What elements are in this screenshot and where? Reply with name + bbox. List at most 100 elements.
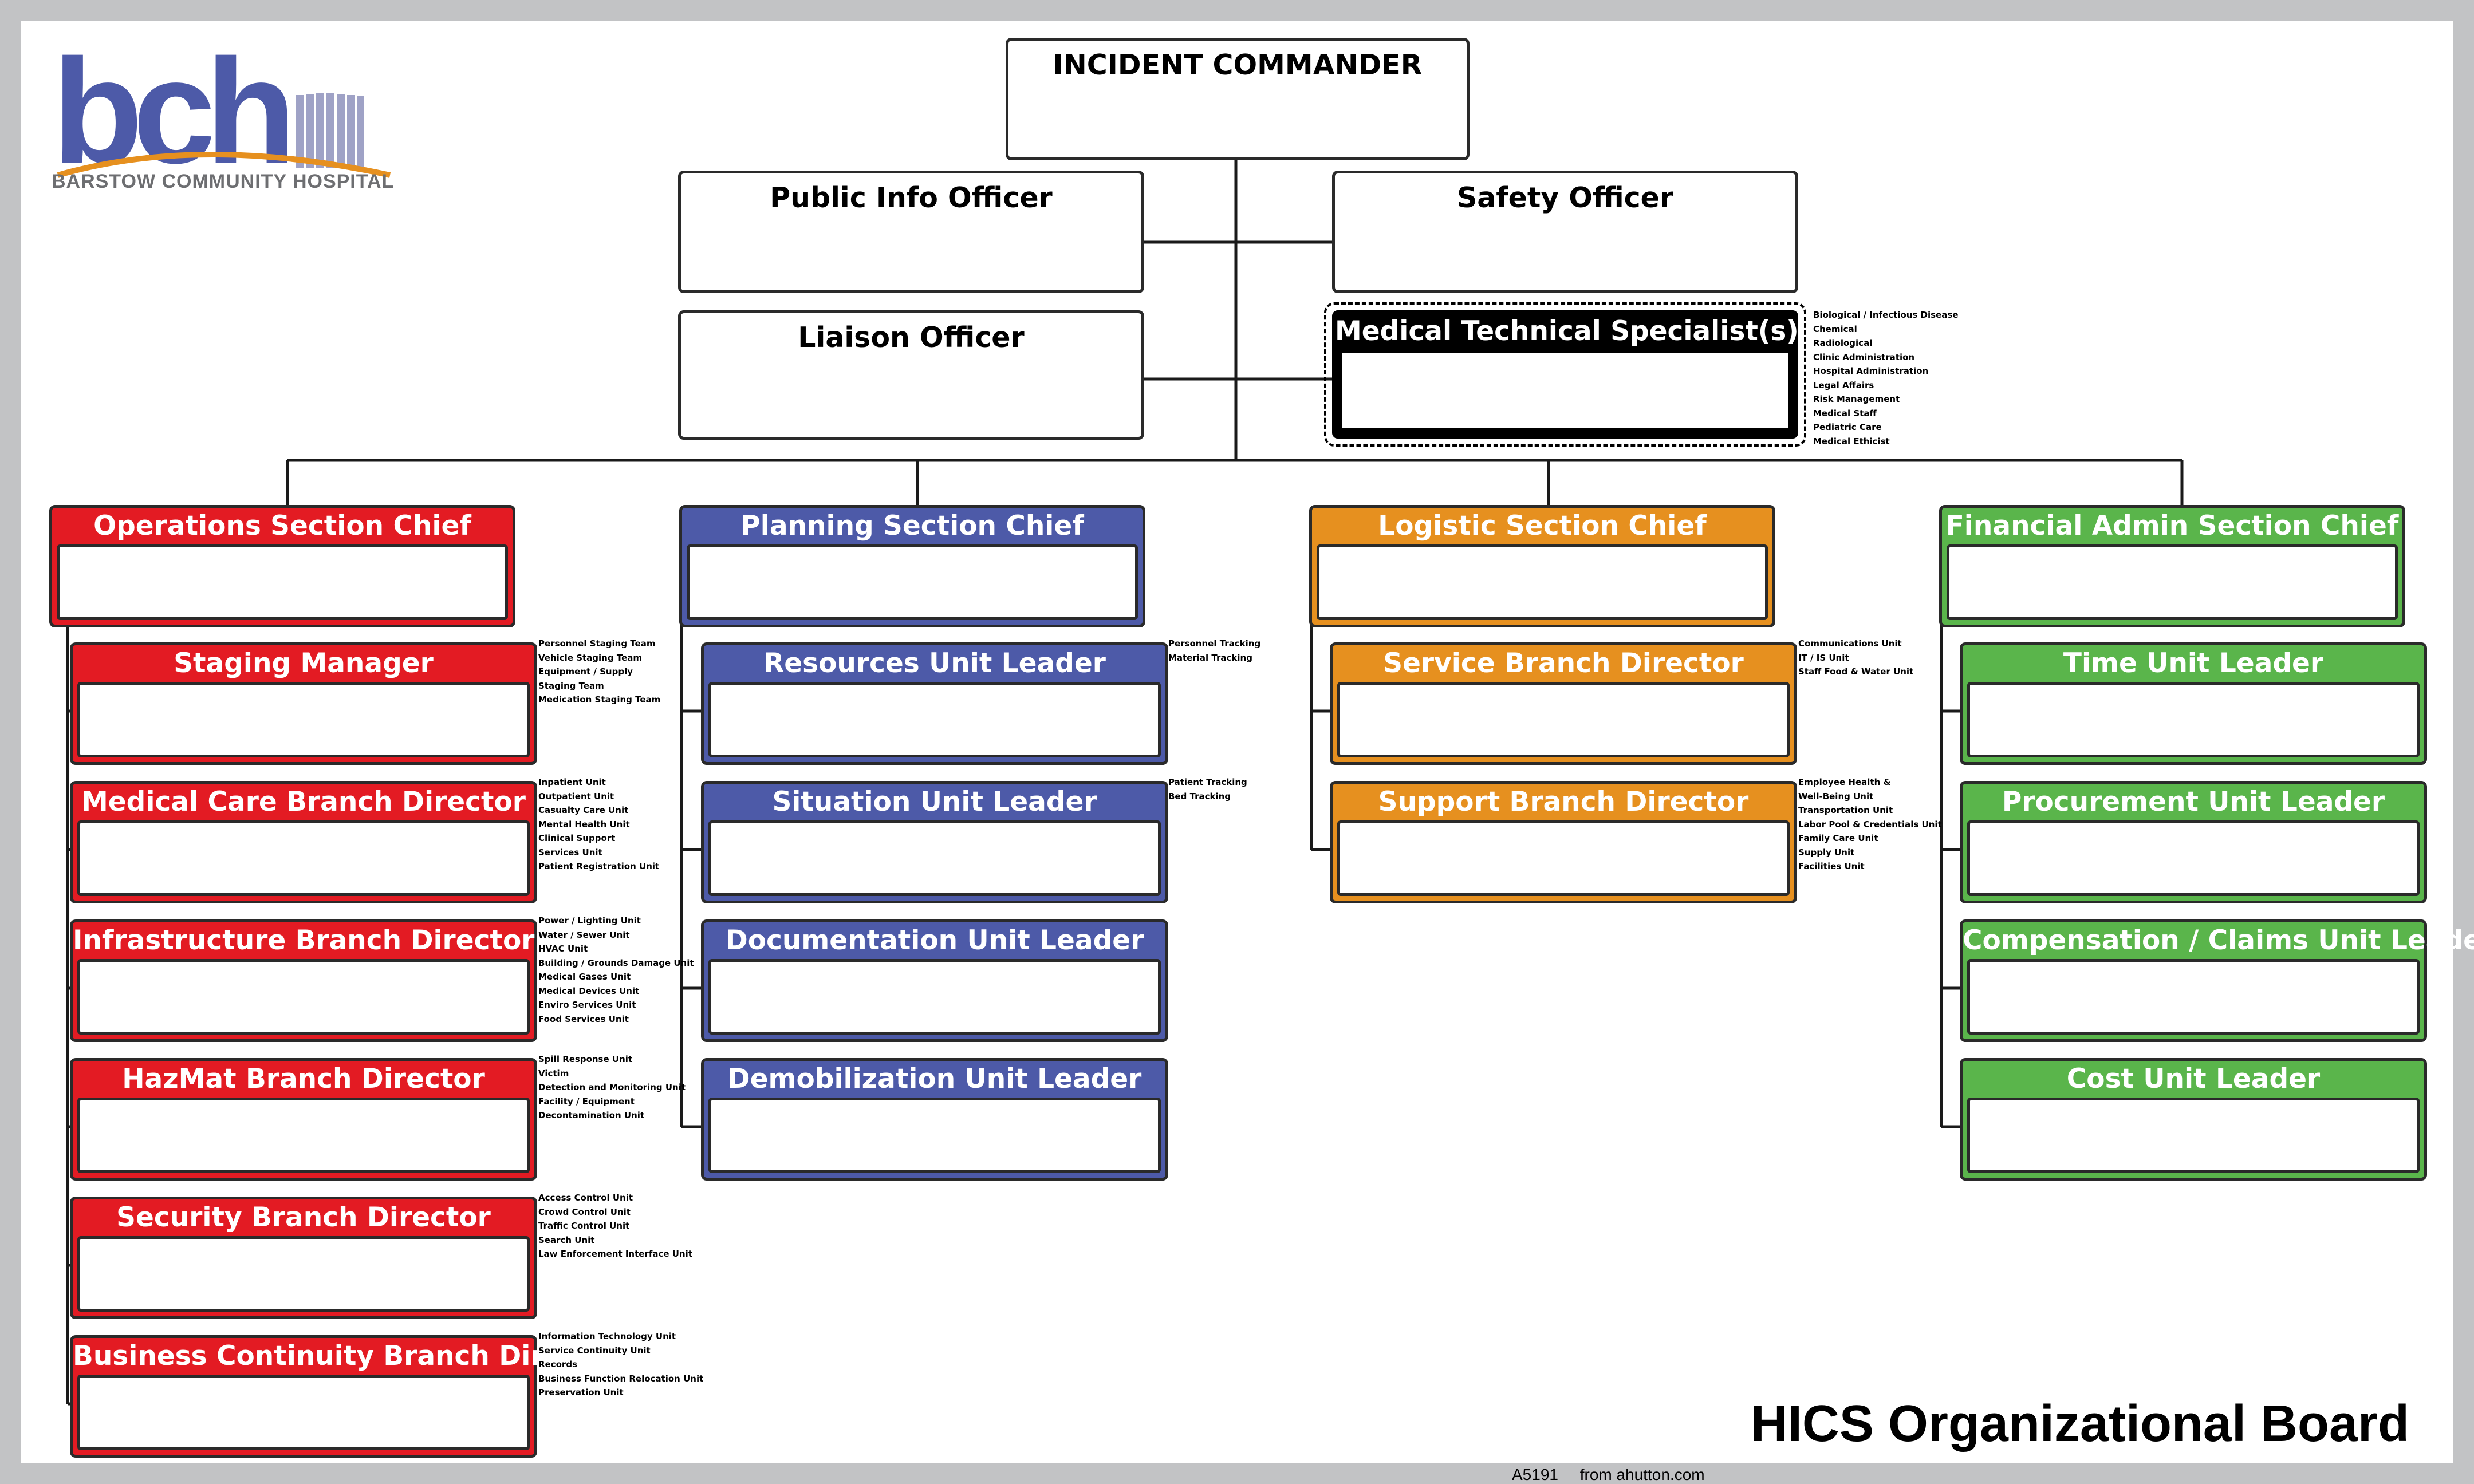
public-info-officer-title: Public Info Officer — [770, 181, 1053, 214]
sublist-item: Personnel Tracking — [1168, 638, 1261, 649]
sublist-item: Services Unit — [538, 847, 602, 858]
planning-section-chief-box[interactable]: Planning Section Chief — [679, 505, 1145, 627]
sublist-item: Clinical Support — [538, 833, 616, 843]
logistics-unit-title: Support Branch Director — [1378, 786, 1749, 818]
medical-technical-specialist-body[interactable] — [1340, 350, 1791, 431]
planning-unit-box[interactable]: Situation Unit Leader — [701, 781, 1168, 903]
operations-unit-title: Business Continuity Branch Director — [73, 1340, 623, 1372]
finance-section-chief-title: Financial Admin Section Chief — [1945, 510, 2399, 542]
planning-unit-box[interactable]: Resources Unit Leader — [701, 642, 1168, 765]
sublist-item: IT / IS Unit — [1798, 652, 1849, 663]
sublist-item: Patient Tracking — [1168, 777, 1247, 787]
finance-section-chief-name-field[interactable] — [1947, 544, 2398, 620]
operations-unit-title: Staging Manager — [174, 648, 434, 679]
sublist-item: Labor Pool & Credentials Unit — [1798, 819, 1942, 830]
sublist-item: Employee Health & — [1798, 777, 1891, 787]
logistics-unit-box[interactable]: Service Branch Director — [1330, 642, 1797, 765]
specialist-list-item: Legal Affairs — [1813, 380, 1874, 390]
sublist-item: Victim — [538, 1068, 569, 1079]
planning-unit-title: Demobilization Unit Leader — [727, 1063, 1142, 1095]
finance-unit-title: Time Unit Leader — [2063, 648, 2324, 679]
sublist-item: Enviro Services Unit — [538, 1000, 636, 1010]
sublist-item: Communications Unit — [1798, 638, 1902, 649]
operations-unit-box[interactable]: HazMat Branch Director — [70, 1058, 537, 1181]
finance-unit-box[interactable]: Compensation / Claims Unit Leader — [1960, 919, 2474, 1042]
operations-unit-title: Medical Care Branch Director — [81, 786, 526, 818]
sublist-item: Supply Unit — [1798, 847, 1855, 858]
planning-section-chief-name-field[interactable] — [687, 544, 1138, 620]
medical-technical-specialist-title: Medical Technical Specialist(s) — [1335, 315, 1799, 347]
finance-unit-title: Procurement Unit Leader — [2002, 786, 2385, 818]
planning-section-chief-title: Planning Section Chief — [740, 510, 1084, 542]
sublist-item: Crowd Control Unit — [538, 1206, 631, 1217]
finance-section-chief-box[interactable]: Financial Admin Section Chief — [1939, 505, 2405, 627]
building-icon — [296, 93, 364, 168]
operations-unit-name-field[interactable] — [77, 1236, 530, 1312]
finance-unit-name-field[interactable] — [1967, 1098, 2420, 1173]
operations-unit-name-field[interactable] — [77, 1098, 530, 1173]
sublist-item: Medical Devices Unit — [538, 985, 640, 996]
finance-unit-box[interactable]: Procurement Unit Leader — [1960, 781, 2427, 903]
medical-technical-specialist-box[interactable]: Medical Technical Specialist(s) — [1332, 310, 1799, 439]
finance-unit-name-field[interactable] — [1967, 959, 2420, 1035]
finance-unit-box[interactable]: Cost Unit Leader — [1960, 1058, 2427, 1181]
operations-unit-name-field[interactable] — [77, 820, 530, 896]
operations-section-chief-box[interactable]: Operations Section Chief — [49, 505, 515, 627]
planning-unit-name-field[interactable] — [708, 682, 1161, 757]
sublist-item: Building / Grounds Damage Unit — [538, 957, 694, 968]
planning-unit-name-field[interactable] — [708, 1098, 1161, 1173]
operations-unit-box[interactable]: Security Branch Director — [70, 1197, 537, 1319]
sublist-item: Access Control Unit — [538, 1193, 633, 1203]
planning-unit-name-field[interactable] — [708, 959, 1161, 1035]
logistics-unit-name-field[interactable] — [1337, 682, 1790, 757]
planning-unit-box[interactable]: Demobilization Unit Leader — [701, 1058, 1168, 1181]
sublist-item: HVAC Unit — [538, 944, 588, 954]
safety-officer-title: Safety Officer — [1456, 181, 1674, 214]
specialist-list-item: Risk Management — [1813, 394, 1900, 404]
sublist-item: Food Services Unit — [538, 1013, 629, 1024]
operations-unit-name-field[interactable] — [77, 682, 530, 757]
operations-unit-box[interactable]: Infrastructure Branch Director — [70, 919, 537, 1042]
operations-unit-name-field[interactable] — [77, 1375, 530, 1450]
logistics-section-chief-box[interactable]: Logistic Section Chief — [1309, 505, 1775, 627]
finance-unit-name-field[interactable] — [1967, 820, 2420, 896]
sublist-item: Information Technology Unit — [538, 1331, 676, 1341]
operations-unit-box[interactable]: Medical Care Branch Director — [70, 781, 537, 903]
specialist-list-item: Pediatric Care — [1813, 422, 1882, 432]
operations-unit-title: Infrastructure Branch Director — [73, 925, 535, 956]
operations-section-chief-name-field[interactable] — [57, 544, 508, 620]
safety-officer-box[interactable]: Safety Officer — [1332, 171, 1798, 293]
logistics-unit-box[interactable]: Support Branch Director — [1330, 781, 1797, 903]
public-info-officer-box[interactable]: Public Info Officer — [678, 171, 1144, 293]
logistics-unit-name-field[interactable] — [1337, 820, 1790, 896]
operations-unit-name-field[interactable] — [77, 959, 530, 1035]
operations-unit-box[interactable]: Business Continuity Branch Director — [70, 1335, 623, 1458]
sublist-item: Staff Food & Water Unit — [1798, 666, 1914, 677]
sublist-item: Search Unit — [538, 1234, 595, 1245]
sublist-item: Outpatient Unit — [538, 791, 614, 802]
specialist-dashed-frame — [1324, 302, 1806, 447]
liaison-officer-title: Liaison Officer — [798, 321, 1025, 354]
sublist-item: Staging Team — [538, 680, 604, 691]
logo-letters: bch — [52, 48, 289, 195]
planning-unit-name-field[interactable] — [708, 820, 1161, 896]
sublist-item: Family Care Unit — [1798, 833, 1878, 843]
logo-swoosh — [57, 152, 391, 178]
planning-unit-box[interactable]: Documentation Unit Leader — [701, 919, 1168, 1042]
incident-commander-box[interactable]: INCIDENT COMMANDER — [1006, 38, 1470, 160]
finance-unit-box[interactable]: Time Unit Leader — [1960, 642, 2427, 765]
liaison-officer-box[interactable]: Liaison Officer — [678, 310, 1144, 440]
logistics-section-chief-name-field[interactable] — [1317, 544, 1768, 620]
finance-unit-name-field[interactable] — [1967, 682, 2420, 757]
specialist-list-item: Medical Ethicist — [1813, 436, 1890, 447]
board-title: HICS Organizational Board — [1750, 1395, 2409, 1453]
specialist-list-item: Clinic Administration — [1813, 352, 1915, 362]
operations-unit-box[interactable]: Staging Manager — [70, 642, 537, 765]
sublist-item: Power / Lighting Unit — [538, 915, 641, 926]
